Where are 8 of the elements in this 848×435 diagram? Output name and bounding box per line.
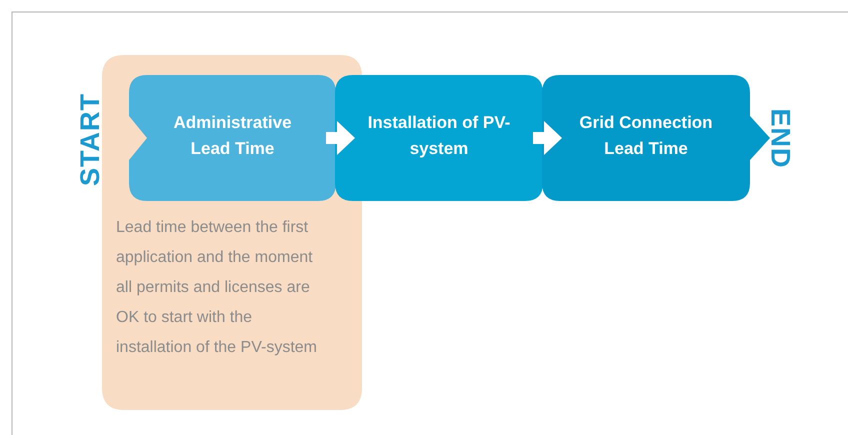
description-text: Lead time between the first application and the moment all permits and licenses are OK to start with the installation of the PV-system [116, 218, 318, 358]
flow-label: END [764, 108, 796, 168]
step-label: Administrative Lead Time [172, 112, 293, 160]
flow-label: START [74, 92, 106, 186]
arrow [326, 121, 355, 155]
step-label: Installation of PV-system [366, 112, 512, 160]
step-label: Grid Connection Lead Time [578, 112, 714, 160]
arrow [533, 121, 562, 155]
